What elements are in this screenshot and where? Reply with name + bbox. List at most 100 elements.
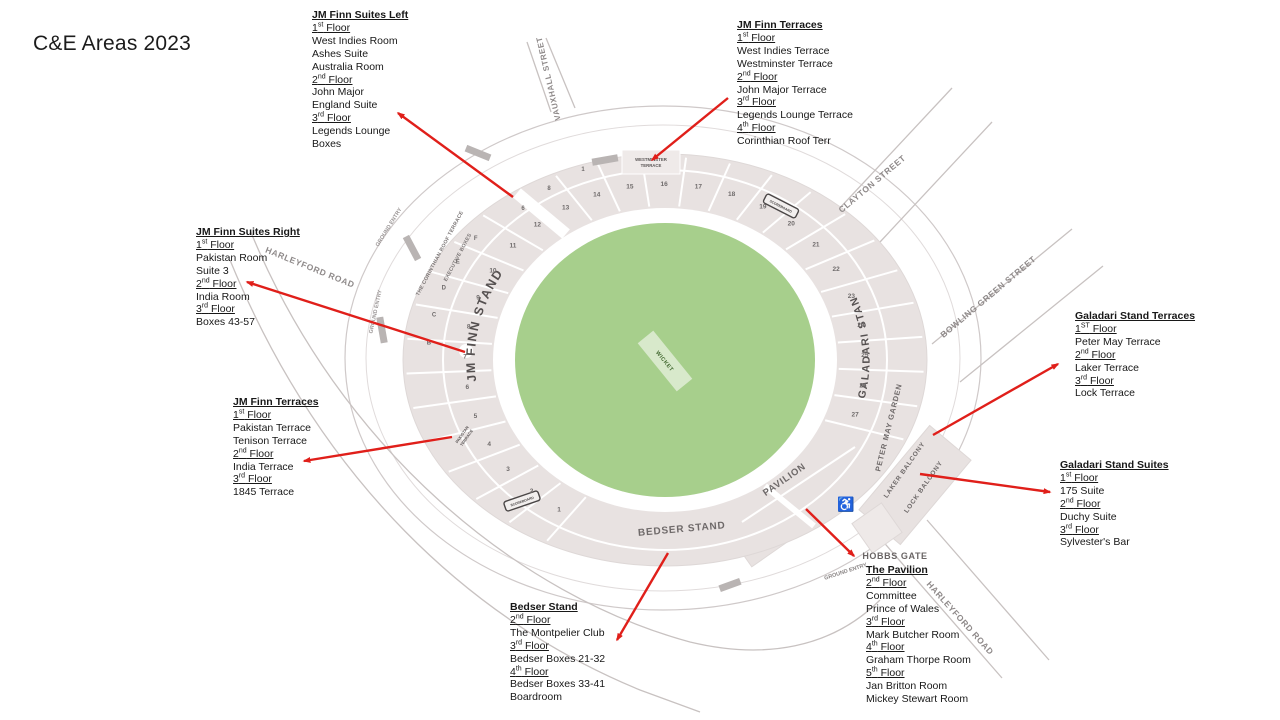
legend-line: Australia Room — [312, 60, 384, 73]
section-divider — [448, 443, 521, 473]
legend-line: 5th Floor — [866, 666, 905, 680]
section-divider — [837, 335, 923, 344]
legend-line: John Major — [312, 86, 364, 99]
section-number: C — [432, 312, 437, 318]
legend-title: Galadari Stand Terraces — [1075, 310, 1196, 322]
section-number: 12 — [534, 221, 542, 228]
legend-line: 3rd Floor — [737, 95, 776, 109]
legend-line: West Indies Room — [312, 34, 398, 47]
entry-ramp — [402, 234, 422, 262]
section-divider — [805, 239, 875, 271]
legend-line: Prince of Wales — [866, 602, 940, 615]
pavilion-gap — [763, 483, 816, 529]
entry-ramp — [718, 577, 742, 593]
section-number: 27 — [851, 412, 859, 419]
legend-line: Legends Lounge Terrace — [737, 109, 853, 122]
section-number: B — [427, 340, 432, 346]
bowling-green-street-road — [959, 265, 1104, 383]
legend-line: 2nd Floor — [510, 613, 551, 626]
arrow-pavilion — [805, 508, 856, 558]
vauxhall-street-road — [545, 37, 576, 109]
legend-line: 1st Floor — [312, 21, 351, 34]
legend-line: Committee — [866, 589, 917, 602]
section-divider — [834, 394, 918, 408]
arrow-jm-finn-suites-right — [245, 280, 466, 354]
section-number: 21 — [812, 242, 820, 249]
legend-line: Pakistan Room — [196, 251, 268, 264]
section-divider — [413, 395, 497, 409]
section-divider — [678, 157, 688, 207]
legend-line: 3rd Floor — [866, 615, 905, 628]
legend-line: The Montpelier Club — [510, 626, 605, 639]
section-divider — [508, 482, 562, 524]
section-number: F — [474, 236, 478, 242]
legend-title: The Pavilion — [866, 564, 928, 576]
legend-line: India Terrace — [233, 460, 294, 473]
upper-tier-number: 1 — [581, 167, 585, 173]
arrow-bedser — [615, 552, 670, 642]
scoreboard-badge: SCOREBOARD — [503, 490, 541, 512]
legend-title: JM Finn Terraces — [233, 396, 319, 408]
section-number: 9 — [476, 295, 480, 302]
section-divider — [824, 419, 904, 441]
harleyford-road-se — [879, 537, 1003, 679]
legend-line: 3rd Floor — [196, 302, 235, 316]
legend-line: Mark Butcher Room — [866, 628, 960, 641]
legend-line: 4th Floor — [510, 665, 549, 678]
section-number: 25 — [861, 352, 869, 359]
legend-line: 1st Floor — [196, 238, 235, 251]
section-number: 1 — [557, 506, 561, 513]
bowling-green-street-label: BOWLING GREEN STREET — [938, 254, 1038, 340]
section-divider — [596, 163, 621, 212]
legend-line: 4th Floor — [866, 640, 905, 654]
legend-line: 1st Floor — [1060, 471, 1099, 484]
section-number: 7 — [463, 354, 467, 361]
legend-line: Duchy Suite — [1060, 510, 1117, 523]
legend-line: India Room — [196, 290, 250, 303]
legend-line: Graham Thorpe Room — [866, 654, 971, 667]
section-number: 10 — [489, 267, 497, 274]
entry-ramp — [591, 154, 619, 166]
legend-line: Corinthian Roof Terr — [737, 135, 831, 148]
entry-ramp — [464, 144, 492, 162]
legend-line: 3rd Floor — [312, 111, 351, 125]
pavilion-edge-gap — [741, 446, 856, 523]
legend-line: 3rd Floor — [233, 472, 272, 486]
wheelchair-icon: ♿ — [837, 496, 854, 513]
legend-title: Galadari Stand Suites — [1060, 459, 1169, 471]
westminster-terrace-line1: WESTMINSTER — [635, 157, 668, 162]
ground-entry-label: GROUND ENTRY — [375, 207, 404, 248]
arrow-galadari-suites — [919, 472, 1052, 495]
harleyford-road-se — [926, 519, 1050, 661]
westminster-terrace-box — [621, 149, 681, 175]
section-divider — [482, 214, 544, 252]
legend-line: Bedser Boxes 33-41 — [510, 678, 606, 691]
legend-line: 175 Suite — [1060, 484, 1105, 497]
legend-line: Mickey Stewart Room — [866, 693, 969, 706]
section-divider — [707, 163, 731, 212]
upper-tier-number: 6 — [521, 206, 525, 212]
page-title: C&E Areas 2023 — [33, 32, 192, 55]
section-number: 19 — [759, 204, 767, 211]
section-number: 26 — [859, 382, 867, 389]
legend-line: John Major Terrace — [737, 83, 827, 96]
section-number: 11 — [509, 243, 516, 250]
roads — [229, 37, 1104, 713]
legend-line: 2nd Floor — [233, 447, 274, 460]
legend-line: Suite 3 — [196, 264, 229, 277]
legend-line: 2nd Floor — [196, 277, 237, 290]
legend-line: 1st Floor — [737, 31, 776, 44]
legend-line: Peter May Terrace — [1075, 335, 1161, 348]
arrow-galadari-terraces — [932, 362, 1060, 437]
legend-line: England Suite — [312, 99, 378, 112]
legend-title: JM Finn Suites Left — [312, 9, 409, 21]
